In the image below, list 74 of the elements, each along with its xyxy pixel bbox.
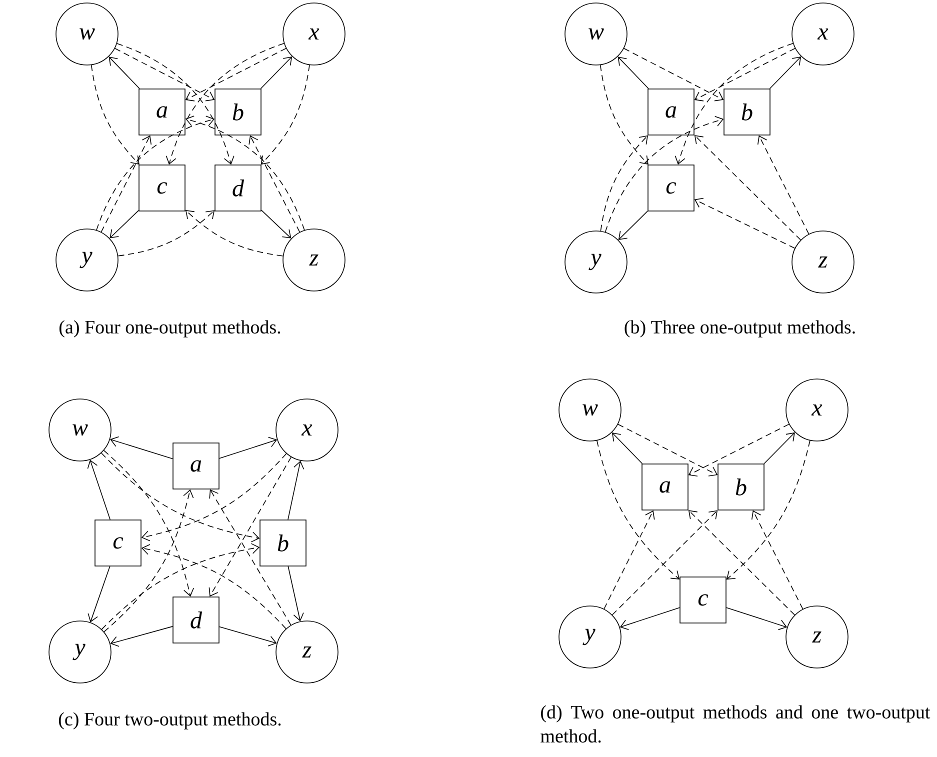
arrow xyxy=(288,460,304,520)
dashed-arrow xyxy=(751,510,804,610)
arrow xyxy=(87,460,111,520)
dashed-arrow xyxy=(114,48,215,102)
arrow xyxy=(618,210,648,240)
dashed-arrow xyxy=(248,135,300,232)
method-box: d xyxy=(214,164,262,212)
dashed-arrow xyxy=(726,440,810,580)
dashed-arrow xyxy=(600,64,648,165)
method-box: a xyxy=(642,464,688,510)
dashed-arrow xyxy=(116,43,234,165)
method-box: c xyxy=(94,520,142,566)
arrow xyxy=(612,432,643,464)
dashed-arrow xyxy=(688,424,790,477)
dashed-arrow xyxy=(694,48,796,102)
method-box: c xyxy=(648,164,694,212)
arrow xyxy=(620,607,680,630)
dashed-arrow xyxy=(166,42,284,165)
dashed-arrow xyxy=(757,135,810,234)
dashed-arrow xyxy=(604,116,724,232)
dashed-arrow xyxy=(100,452,260,542)
caption: (a) Four one-output methods. xyxy=(60,320,280,338)
arrow xyxy=(288,566,304,622)
arrow xyxy=(88,566,110,622)
arrow xyxy=(108,56,140,89)
arrow xyxy=(260,56,292,89)
method-box: a xyxy=(648,88,694,136)
method-box: c xyxy=(680,576,726,624)
dashed-arrow xyxy=(618,424,718,476)
arrow xyxy=(769,56,802,89)
dashed-arrow xyxy=(185,48,286,102)
dashed-arrow xyxy=(596,440,680,580)
dashed-arrow xyxy=(624,48,724,102)
dashed-arrow xyxy=(688,510,796,616)
arrow xyxy=(764,432,795,464)
dashed-arrow xyxy=(96,116,215,230)
method-box: c xyxy=(138,164,186,212)
arrow xyxy=(618,56,649,89)
dashed-arrow xyxy=(100,135,152,232)
arrow xyxy=(219,436,278,459)
dashed-arrow xyxy=(141,544,286,630)
method-box: b xyxy=(260,520,306,566)
arrow xyxy=(110,210,139,238)
dashed-arrow xyxy=(118,210,215,256)
caption: (c) Four two-output methods. xyxy=(58,712,281,730)
dashed-arrow xyxy=(674,42,794,165)
method-box: b xyxy=(718,464,764,510)
dashed-arrow xyxy=(260,64,310,165)
dashed-arrow xyxy=(104,489,194,632)
caption: (d) Two one-output methods and one two-output method. xyxy=(540,705,930,743)
dashed-arrow xyxy=(209,489,292,626)
dashed-arrow xyxy=(612,510,718,616)
dashed-arrow xyxy=(90,64,140,165)
arrow xyxy=(110,436,173,460)
arrow xyxy=(110,626,173,647)
method-box: d xyxy=(172,596,220,644)
caption: (b) Three one-output methods. xyxy=(624,320,855,338)
dashed-arrow xyxy=(208,456,292,597)
dashed-arrow xyxy=(600,135,648,232)
arrow xyxy=(726,607,788,630)
dashed-arrow xyxy=(185,210,284,256)
arrow xyxy=(219,626,277,646)
dashed-arrow xyxy=(694,198,796,249)
dashed-arrow xyxy=(604,510,655,610)
dashed-arrow xyxy=(141,453,287,542)
arrow xyxy=(261,210,292,238)
dashed-arrow xyxy=(694,135,802,240)
method-box: a xyxy=(172,442,220,490)
dashed-arrow xyxy=(101,543,260,630)
method-box: a xyxy=(138,88,186,136)
method-box: b xyxy=(214,88,262,136)
method-box: b xyxy=(724,88,770,136)
dashed-arrow xyxy=(103,450,194,597)
dashed-arrow xyxy=(185,116,305,230)
